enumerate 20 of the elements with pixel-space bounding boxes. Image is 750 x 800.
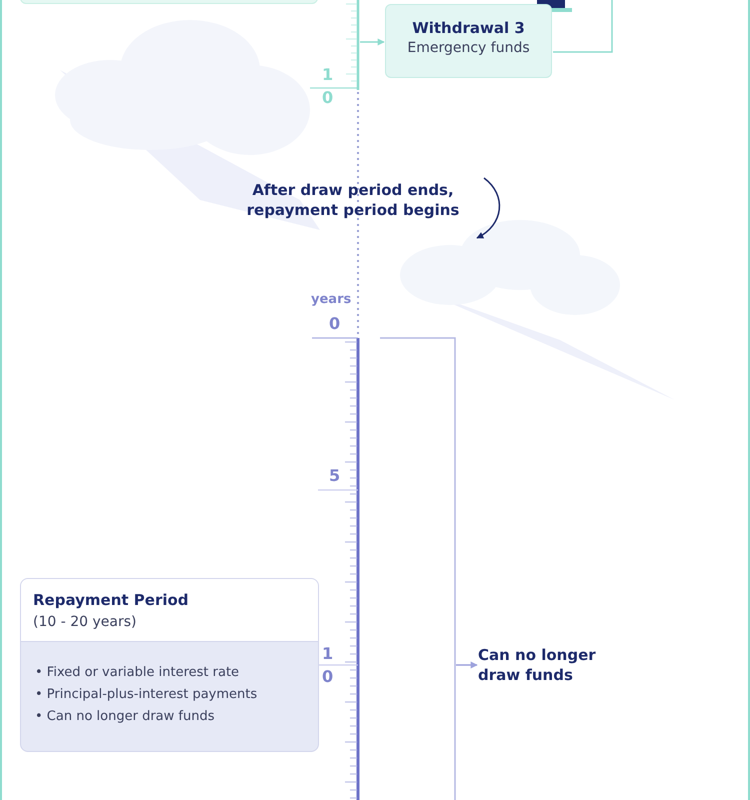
axis-tick-label: 0 [322, 667, 334, 686]
axis-tick-label: 0 [322, 88, 334, 107]
card-subtitle: (10 - 20 years) [33, 613, 138, 632]
arrow [456, 662, 478, 668]
card-title: Withdrawal 3 [411, 18, 526, 38]
axis-tick-label: 0 [329, 314, 340, 333]
bullet-item: • Can no longer draw funds [35, 708, 216, 726]
axis-tick-label: 1 [322, 65, 334, 84]
axis-unit-label: years [311, 292, 352, 307]
bullet-item: • Fixed or variable interest rate [35, 664, 240, 682]
annotation-text: After draw period ends, repayment period begins [244, 180, 462, 224]
card-title: Repayment Period [33, 590, 190, 611]
annotation-text: Can no longer draw funds [478, 645, 628, 687]
info-card [20, 578, 319, 752]
arrow [360, 38, 385, 46]
card-subtitle: Emergency funds [406, 39, 531, 58]
axis-tick-label: 1 [322, 644, 334, 663]
axis-tick-label: 5 [329, 466, 340, 485]
bullet-item: • Principal-plus-interest payments [35, 686, 258, 704]
milestone-card [385, 4, 552, 78]
